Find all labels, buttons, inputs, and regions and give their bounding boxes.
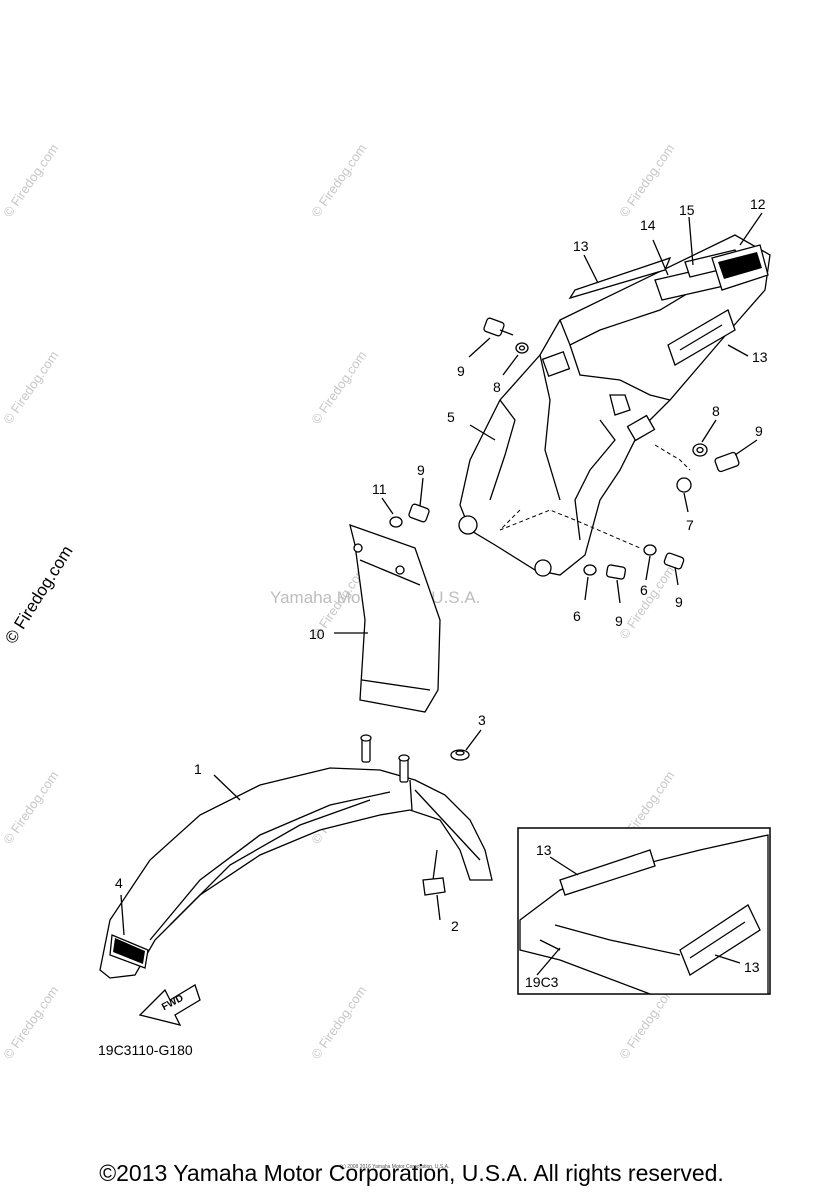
callout-13d: 13 <box>744 959 760 975</box>
watermark-3: © Firedog.com <box>616 141 677 220</box>
callout-6b: 6 <box>640 582 648 598</box>
watermark-15: © Firedog.com <box>616 983 677 1062</box>
callouts: 1 2 3 4 5 6 6 7 8 8 9 9 9 9 9 10 11 12 1… <box>115 196 768 990</box>
callout-10: 10 <box>309 626 325 642</box>
callout-13b: 13 <box>752 349 768 365</box>
watermark-7: © Firedog.com <box>1 542 76 647</box>
fwd-arrow: FWD <box>138 984 201 1026</box>
leader-lines <box>120 212 763 976</box>
callout-8b: 8 <box>712 403 720 419</box>
callout-12: 12 <box>750 196 766 212</box>
mud-flap <box>349 523 441 713</box>
callout-13c: 13 <box>536 842 552 858</box>
watermark-5: © Firedog.com <box>308 348 369 427</box>
callout-13a: 13 <box>573 238 589 254</box>
hardware <box>389 317 740 580</box>
callout-6a: 6 <box>573 608 581 624</box>
small-print: (c) 2008 2016 Yamaha Motor Corporation, … <box>340 1164 449 1170</box>
callout-5: 5 <box>447 409 455 425</box>
callout-1: 1 <box>194 761 202 777</box>
callout-11: 11 <box>372 481 387 497</box>
callout-7: 7 <box>686 517 694 533</box>
callout-9e: 9 <box>417 462 425 478</box>
watermark-13: © Firedog.com <box>0 983 61 1062</box>
front-fender <box>99 734 493 979</box>
callout-9d: 9 <box>675 594 683 610</box>
callout-15: 15 <box>679 202 695 218</box>
inset-detail <box>517 827 771 995</box>
copyright-footer: ©2013 Yamaha Motor Corporation, U.S.A. A… <box>99 1160 724 1186</box>
callout-14: 14 <box>640 217 656 233</box>
rear-decals <box>568 244 769 366</box>
watermark-10: © Firedog.com <box>0 768 61 847</box>
callout-3: 3 <box>478 712 486 728</box>
callout-9b: 9 <box>755 423 763 439</box>
callout-9a: 9 <box>457 363 465 379</box>
watermark-1: © Firedog.com <box>0 141 61 220</box>
watermark-14: © Firedog.com <box>308 983 369 1062</box>
callout-8a: 8 <box>493 379 501 395</box>
diagram-code: 19C3110-G180 <box>98 1042 193 1058</box>
decal-13-strip <box>568 256 672 300</box>
inset-decal-strip <box>559 849 656 896</box>
watermark-2: © Firedog.com <box>308 141 369 220</box>
callout-9c: 9 <box>615 613 623 629</box>
watermark-4: © Firedog.com <box>0 348 61 427</box>
callout-4: 4 <box>115 875 123 891</box>
inset-decal-side <box>679 904 761 976</box>
callout-2: 2 <box>451 918 459 934</box>
inset-code: 19C3 <box>525 974 559 990</box>
